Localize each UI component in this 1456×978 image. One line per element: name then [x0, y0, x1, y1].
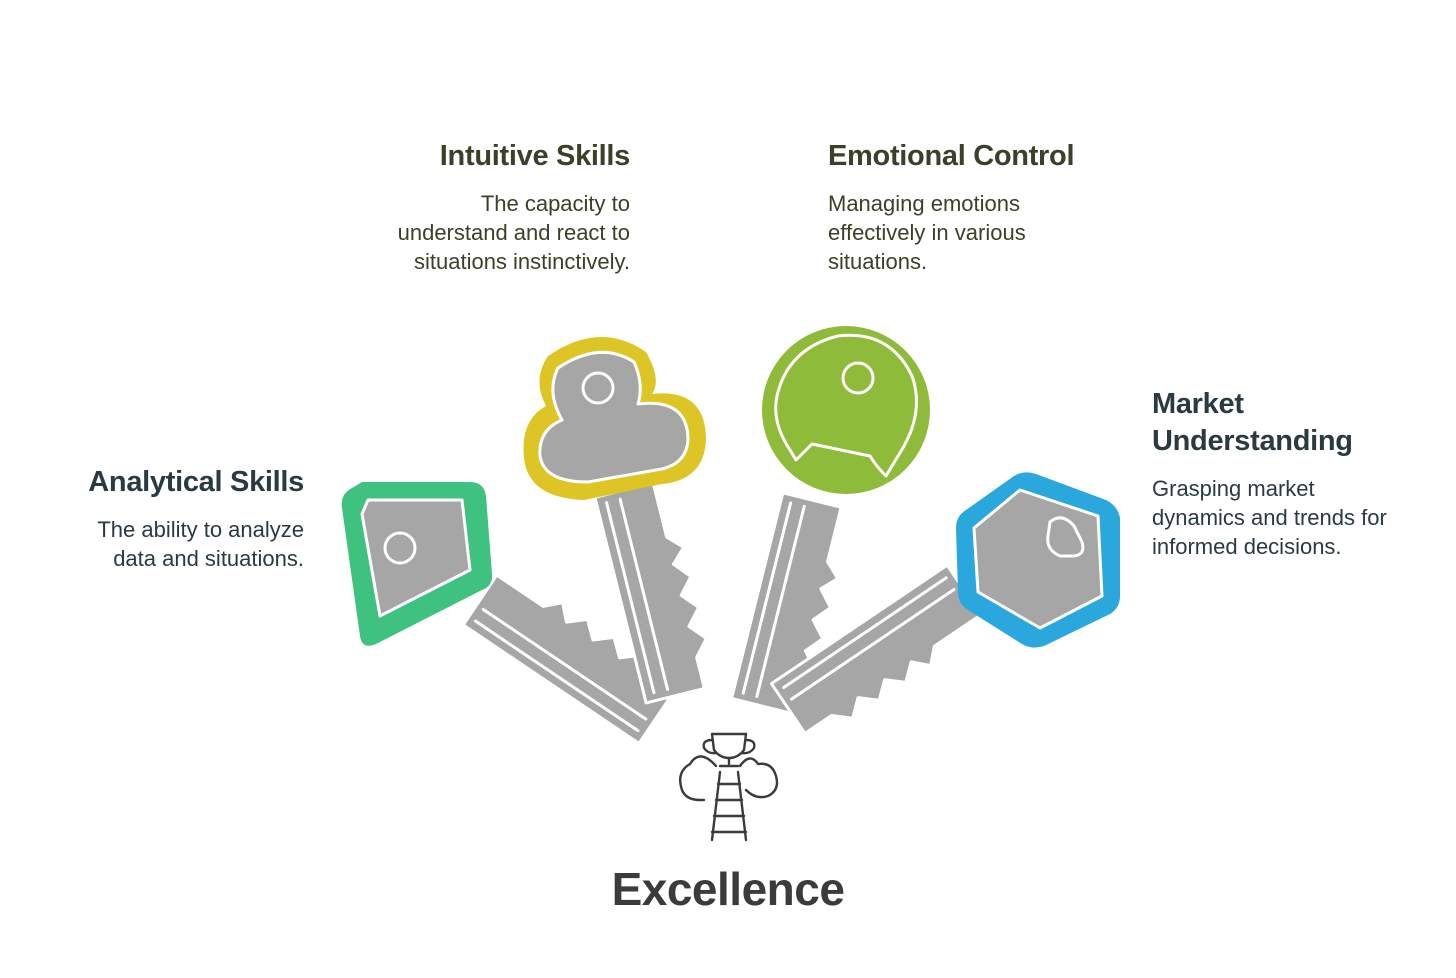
market-understanding-block: Market Understanding Grasping market dyn…: [1152, 386, 1442, 561]
analytical-skills-description: The ability to analyze data and situatio…: [97, 517, 304, 571]
intuitive-skills-block: Intuitive Skills The capacity to underst…: [330, 138, 631, 276]
emotional-control-block: Emotional Control Managing emotions effe…: [828, 138, 1148, 276]
intuitive-skills-description: The capacity to understand and react to …: [397, 191, 630, 274]
excellence-label: Excellence: [611, 863, 845, 915]
analytical-key-icon: [341, 482, 682, 745]
analytical-skills-block: Analytical Skills The ability to analyze…: [40, 464, 304, 573]
emotional-control-description: Managing emotions effectively in various…: [828, 191, 1026, 274]
intuitive-key-icon: [523, 336, 720, 705]
analytical-skills-title: Analytical Skills: [88, 466, 304, 498]
market-understanding-description: Grasping market dynamics and trends for …: [1152, 476, 1387, 559]
market-key-icon: [769, 472, 1120, 747]
trophy-ladder-cloud-icon: [679, 732, 779, 842]
emotional-control-title: Emotional Control: [828, 140, 1075, 172]
emotional-key-icon: [730, 326, 930, 718]
intuitive-skills-title: Intuitive Skills: [439, 140, 631, 172]
market-understanding-title: Market Understanding: [1152, 388, 1353, 457]
